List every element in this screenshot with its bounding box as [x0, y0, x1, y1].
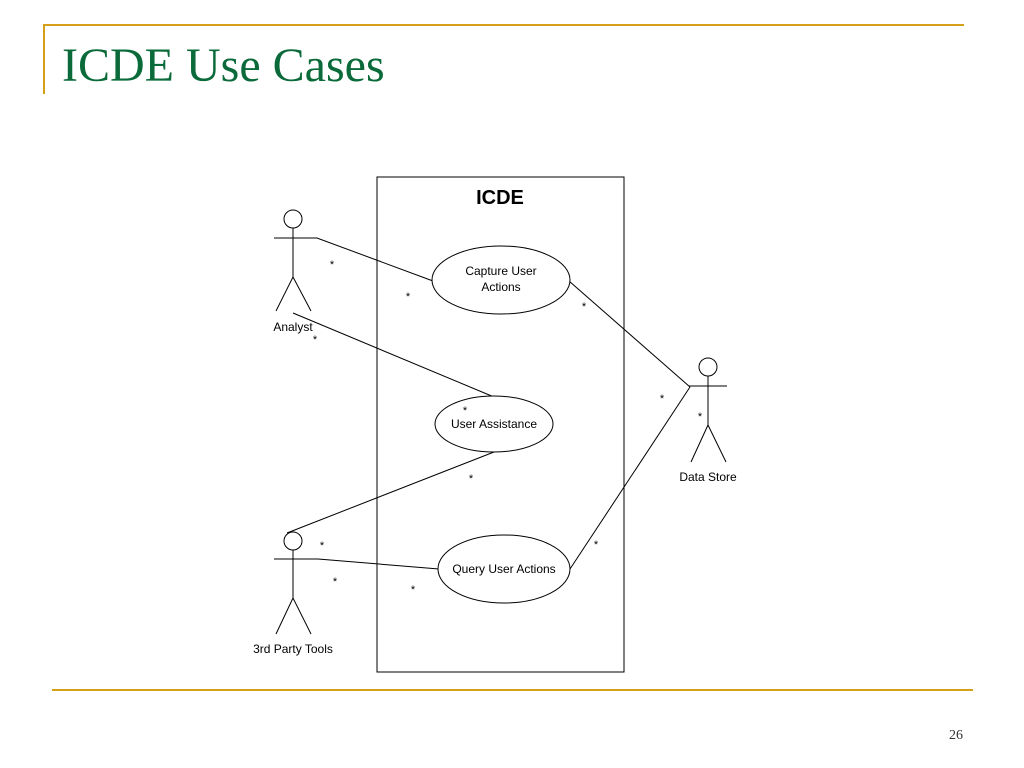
- actor-third-party-left-leg: [275, 597, 294, 635]
- actor-third-party-head-icon: [283, 531, 303, 551]
- actor-analyst: [274, 209, 312, 312]
- actor-third-party-label: 3rd Party Tools: [253, 642, 333, 656]
- multiplicity-analyst-assistance-near-usecase: *: [463, 405, 468, 417]
- actor-data-store: [689, 357, 727, 463]
- actor-third-party-tools: [274, 531, 312, 635]
- actor-analyst-label: Analyst: [273, 320, 313, 334]
- use-case-assistance-ellipse: [434, 395, 554, 453]
- actor-analyst-right-leg: [292, 276, 312, 312]
- multiplicity-analyst-capture-near-actor: *: [330, 259, 335, 271]
- use-case-query-label: Query User Actions: [452, 562, 555, 576]
- actor-data-store-right-leg: [707, 424, 727, 463]
- actor-data-store-left-leg: [690, 424, 709, 463]
- page-number: 26: [949, 728, 963, 743]
- association-analyst-capture: [310, 237, 434, 282]
- association-thirdparty-query: [310, 558, 440, 570]
- association-analyst-assistance: [292, 312, 495, 398]
- associations: [286, 237, 691, 570]
- use-case-query-user-actions: Query User Actions: [437, 534, 571, 604]
- title-accent-top-rule: [43, 24, 964, 26]
- multiplicity-markers: * * * * * * * * * * * *: [313, 259, 703, 596]
- actor-data-store-head-icon: [698, 357, 718, 377]
- multiplicity-capture-datastore-near-actor: *: [660, 393, 665, 405]
- actor-analyst-left-leg: [275, 276, 294, 312]
- multiplicity-analyst-capture-near-usecase: *: [406, 291, 411, 303]
- multiplicity-thirdparty-query-near-usecase: *: [411, 584, 416, 596]
- multiplicity-datastore-query-near-usecase: *: [594, 539, 599, 551]
- use-case-capture-label-line-2: Actions: [481, 280, 520, 294]
- use-case-assistance-label: User Assistance: [451, 417, 537, 431]
- use-case-query-ellipse: [437, 534, 571, 604]
- multiplicity-thirdparty-query-near-actor: *: [333, 576, 338, 588]
- actor-data-store-label: Data Store: [679, 470, 737, 484]
- multiplicity-assistance-thirdparty-near-actor: *: [320, 540, 325, 552]
- association-capture-datastore: [568, 280, 691, 388]
- system-name: ICDE: [476, 187, 524, 209]
- multiplicity-analyst-assistance-near-actor: *: [313, 334, 318, 346]
- multiplicity-capture-datastore-near-usecase: *: [582, 301, 587, 313]
- use-case-capture-label-line-1: Capture User: [465, 264, 536, 278]
- use-case-capture-user-actions: Capture User Actions: [431, 245, 571, 315]
- multiplicity-assistance-thirdparty-near-usecase: *: [469, 473, 474, 485]
- association-assistance-thirdparty: [286, 451, 495, 534]
- use-case-user-assistance: User Assistance: [434, 395, 554, 453]
- title-accent-left-rule: [43, 24, 45, 94]
- slide-title: ICDE Use Cases: [62, 39, 385, 92]
- system-boundary: [376, 176, 625, 673]
- actor-third-party-right-leg: [292, 597, 312, 635]
- use-case-capture-ellipse: [431, 245, 571, 315]
- association-datastore-query: [569, 386, 691, 570]
- footer-rule: [52, 689, 973, 691]
- actor-analyst-head-icon: [283, 209, 303, 229]
- multiplicity-datastore-query-near-actor: *: [698, 411, 703, 423]
